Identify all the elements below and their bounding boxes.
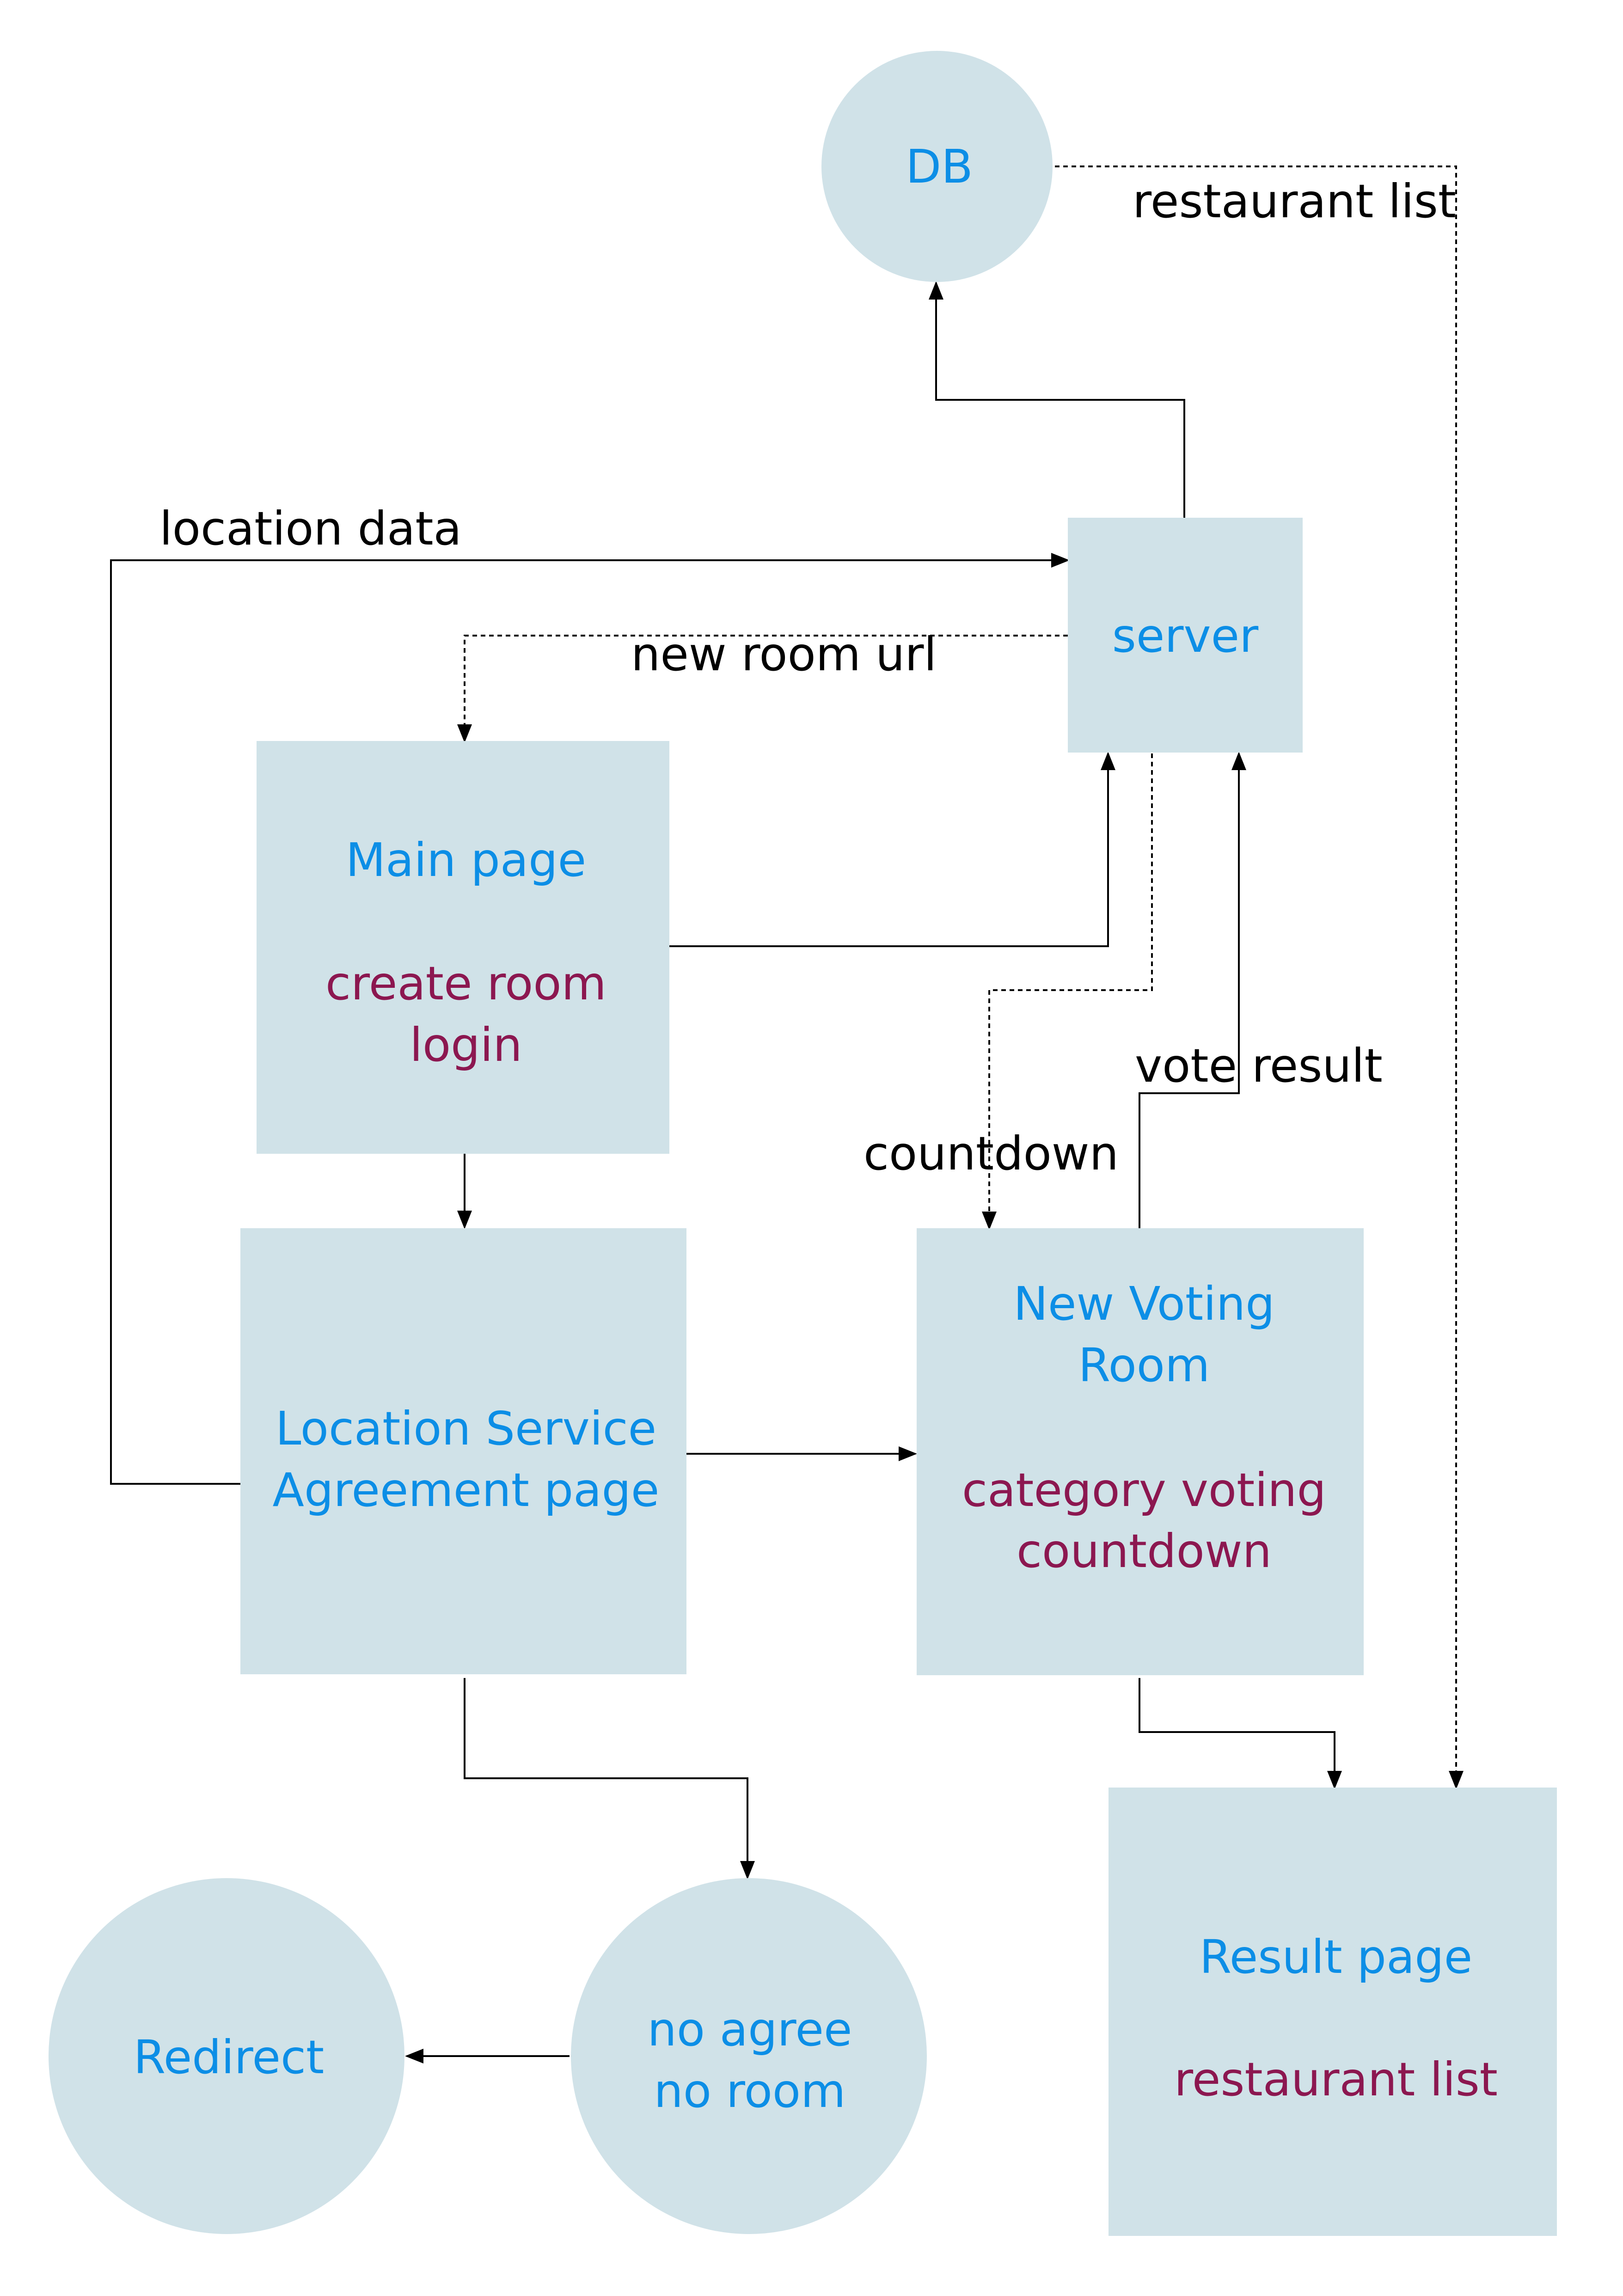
redirect-title: Redirect: [134, 2030, 324, 2084]
main-page-detail-1: create room: [325, 956, 606, 1010]
no-agree-title-1: no agree: [647, 2002, 852, 2057]
no-agree-node: no agree no room: [571, 1878, 927, 2234]
edge-new-room-url: [457, 635, 1068, 743]
redirect-node: Redirect: [49, 1878, 404, 2234]
location-agreement-page-node: Location Service Agreement page: [240, 1228, 686, 1674]
voting-room-title-2: Room: [1078, 1338, 1210, 1392]
location-page-title-2: Agreement page: [273, 1463, 660, 1517]
server-title: server: [1112, 609, 1259, 663]
db-title: DB: [906, 140, 973, 194]
location-page-title-1: Location Service: [276, 1402, 656, 1456]
edge-label-countdown: countdown: [864, 1127, 1119, 1181]
no-agree-title-2: no room: [654, 2064, 845, 2118]
edge-server-to-db: [929, 281, 1185, 518]
edge-location-data: [110, 553, 1070, 1485]
edge-vote-result: [1139, 752, 1246, 1230]
main-page-node: Main page create room login: [257, 741, 669, 1154]
voting-room-title-1: New Voting: [1013, 1277, 1275, 1331]
result-page-detail: restaurant list: [1174, 2052, 1498, 2106]
db-node: DB: [821, 51, 1053, 282]
voting-room-node: New Voting Room category voting countdow…: [917, 1228, 1364, 1675]
server-node: server: [1068, 518, 1303, 753]
voting-room-detail-1: category voting: [962, 1463, 1326, 1517]
edge-db-to-result-page: [1055, 165, 1464, 1789]
edge-label-new-room-url: new room url: [631, 627, 937, 681]
result-page-node: Result page restaurant list: [1109, 1788, 1557, 2236]
main-page-detail-2: login: [410, 1018, 522, 1072]
edge-main-to-server: [669, 752, 1115, 947]
edge-label-vote-result: vote result: [1135, 1039, 1383, 1093]
edge-label-location-data: location data: [159, 502, 462, 556]
edge-voting-to-result: [1139, 1678, 1342, 1789]
main-page-title: Main page: [346, 833, 586, 887]
voting-room-detail-2: countdown: [1017, 1524, 1272, 1578]
edge-countdown: [982, 753, 1153, 1230]
edge-label-restaurant-list: restaurant list: [1133, 174, 1456, 228]
edge-location-to-no-agree: [464, 1678, 755, 1880]
result-page-title: Result page: [1200, 1930, 1473, 1984]
